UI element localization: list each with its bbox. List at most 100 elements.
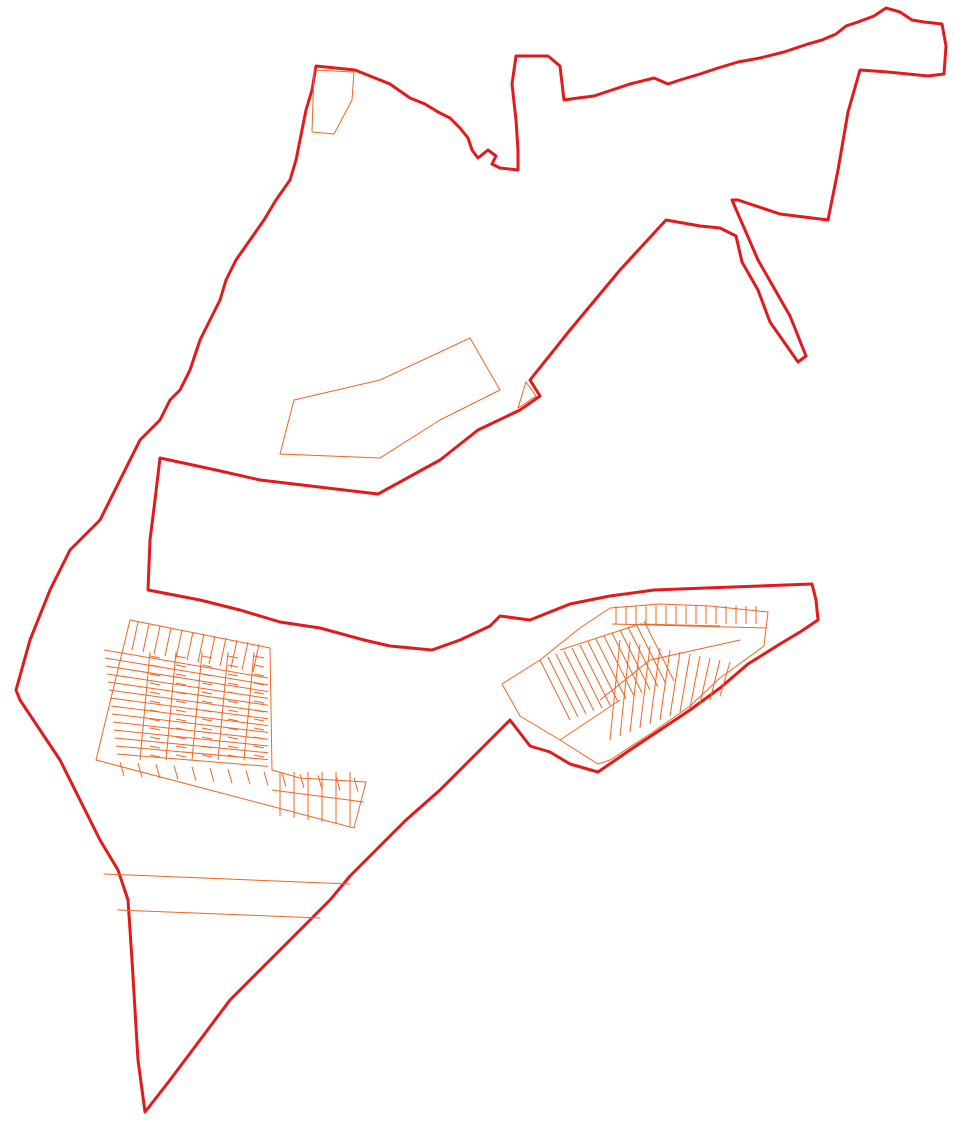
lot-line — [114, 737, 269, 754]
lot-line — [191, 766, 197, 781]
lot-line — [252, 643, 260, 673]
lot-line — [253, 655, 265, 659]
lot-line — [149, 754, 161, 758]
lot-line — [227, 745, 239, 749]
lot-line — [201, 691, 213, 695]
strip-lower[interactable] — [117, 909, 321, 919]
lot-line — [201, 673, 213, 677]
lot-line — [609, 639, 621, 741]
lot-line — [149, 682, 161, 686]
lot-line — [649, 647, 661, 725]
subdivision-left-lots — [103, 621, 365, 826]
lot-line — [142, 623, 150, 653]
lot-line — [106, 673, 269, 699]
lot-line — [230, 639, 238, 669]
lot-line — [619, 629, 651, 691]
lot-line — [227, 718, 239, 722]
lot-line — [253, 700, 265, 704]
lot-line — [317, 775, 323, 790]
lot-line — [109, 697, 269, 720]
lot-line — [173, 765, 179, 780]
lot-line — [175, 700, 187, 704]
lot-line — [208, 635, 216, 665]
lot-line — [719, 661, 731, 697]
lot-line — [201, 727, 213, 731]
outer-boundary[interactable] — [14, 6, 948, 1114]
lot-line — [104, 657, 269, 686]
lot-line — [201, 655, 213, 659]
lot-line — [227, 691, 239, 695]
lot-line — [116, 753, 269, 767]
lot-line — [679, 653, 691, 713]
strip-upper[interactable] — [103, 873, 351, 885]
subdivision-left-outline[interactable] — [95, 619, 367, 829]
lot-line — [635, 623, 667, 685]
lot-line — [587, 641, 619, 703]
lot-line — [149, 700, 161, 704]
lot-line — [227, 664, 239, 668]
lot-line — [131, 621, 139, 651]
lot-line — [175, 682, 187, 686]
lot-line — [110, 705, 269, 727]
lot-line — [191, 651, 203, 761]
lot-line — [571, 647, 603, 709]
lot-line — [201, 736, 213, 740]
lot-line — [175, 655, 187, 659]
lot-line — [559, 623, 641, 651]
subdivision-right-lots — [539, 606, 767, 741]
lot-line — [253, 745, 265, 749]
lot-line — [197, 633, 205, 663]
lot-line — [649, 639, 741, 661]
lot-line — [201, 700, 213, 704]
lot-line — [353, 777, 359, 792]
lot-line — [175, 664, 187, 668]
lot-line — [113, 729, 269, 747]
subdivision-right-outline[interactable] — [501, 603, 769, 765]
lot-line — [227, 655, 239, 659]
lot-line — [263, 771, 269, 786]
lot-line — [107, 681, 269, 706]
parcel-middle[interactable] — [279, 337, 501, 459]
lot-line — [253, 682, 265, 686]
lot-line — [253, 664, 265, 668]
lot-line — [175, 727, 187, 731]
lot-line — [227, 727, 239, 731]
lot-line — [112, 721, 269, 740]
lot-line — [619, 641, 631, 737]
lot-line — [611, 632, 643, 694]
lot-line — [253, 673, 265, 677]
lot-line — [201, 709, 213, 713]
lot-line — [137, 763, 143, 778]
lot-line — [271, 789, 365, 803]
lot-line — [253, 727, 265, 731]
lot-line — [149, 745, 161, 749]
lot-line — [227, 673, 239, 677]
lot-line — [149, 655, 161, 659]
lot-line — [595, 638, 627, 700]
lot-line — [245, 770, 251, 785]
parcel-top-left[interactable] — [311, 69, 355, 135]
lot-line — [149, 664, 161, 668]
lot-line — [253, 709, 265, 713]
lot-line — [201, 754, 213, 758]
lot-line — [149, 691, 161, 695]
lot-line — [659, 649, 671, 721]
lot-line — [559, 699, 621, 741]
lot-line — [709, 659, 721, 701]
lot-line — [599, 659, 651, 701]
parcel-sliver[interactable] — [517, 381, 537, 409]
lot-line — [579, 644, 611, 706]
lot-line — [555, 653, 587, 715]
lot-line — [547, 656, 579, 718]
lot-line — [175, 718, 187, 722]
lot-line — [175, 754, 187, 758]
lot-line — [563, 650, 595, 712]
lot-line — [149, 673, 161, 677]
lot-line — [253, 736, 265, 740]
lot-line — [149, 727, 161, 731]
lot-line — [164, 627, 172, 657]
lot-line — [669, 651, 681, 717]
lot-line — [627, 626, 659, 688]
